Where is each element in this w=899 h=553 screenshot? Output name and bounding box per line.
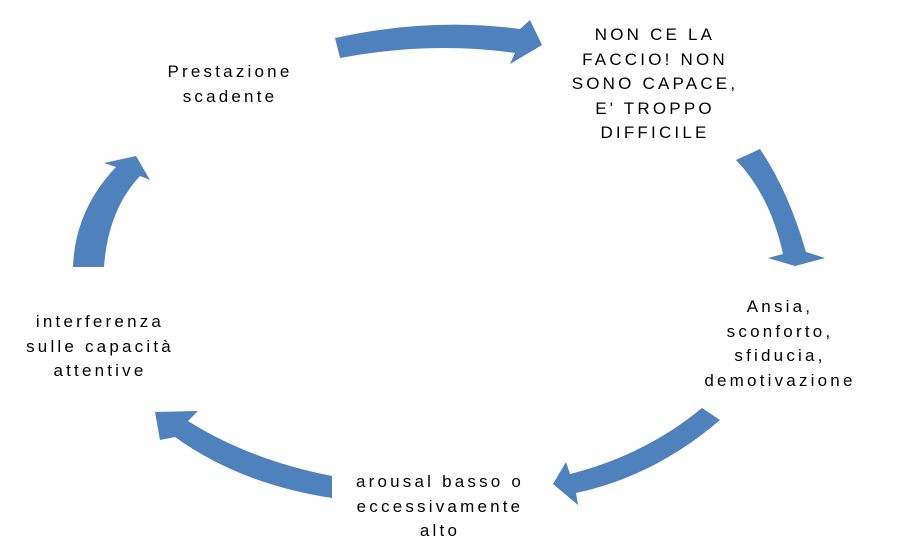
node-line: sfiducia, [734,346,826,365]
node-non-ce-la-faccio: NON CE LA FACCIO! NON SONO CAPACE, E' TR… [540,23,770,146]
node-line: interferenza [35,312,165,331]
node-line: Ansia, [746,297,814,316]
node-interferenza: interferenza sulle capacità attentive [0,310,200,384]
node-line: DIFFICILE [600,123,710,142]
node-line: scadente [182,86,278,106]
node-line: FACCIO! NON [582,49,728,69]
arrow-left [73,156,150,267]
node-arousal: arousal basso o eccessivamente alto [310,470,570,544]
arrow-right-lower [553,408,720,505]
arrow-bottom [155,411,332,498]
node-line: NON CE LA [594,25,716,44]
node-line: E' TROPPO [595,98,715,118]
node-line: arousal basso o [355,472,525,491]
node-line: SONO CAPACE, [571,74,739,93]
node-line: alto [419,521,461,540]
node-line: attentive [53,361,147,380]
node-ansia: Ansia, sconforto, sfiducia, demotivazion… [670,295,890,393]
node-line: sulle capacità [26,336,174,356]
node-line: Prestazione [167,62,293,81]
arrow-right-upper [736,149,825,266]
node-line: eccessivamente [356,496,524,516]
arrow-top [335,20,542,64]
node-line: demotivazione [704,370,856,390]
node-prestazione-scadente: Prestazione scadente [140,60,320,109]
node-line: sconforto, [726,321,834,341]
